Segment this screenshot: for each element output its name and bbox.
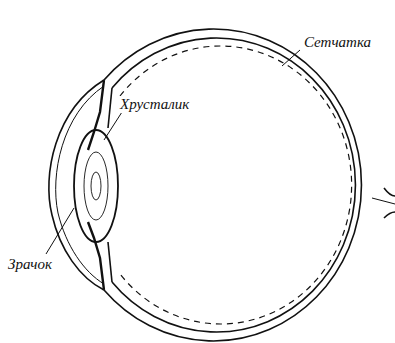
- ciliary-upper: [108, 88, 112, 128]
- cornea-inner: [56, 86, 104, 284]
- part-label: Зрачок: [6, 256, 54, 273]
- lens: [74, 130, 118, 242]
- iris-upper: [88, 80, 104, 150]
- cornea: [49, 80, 104, 290]
- optic-nerve: [384, 212, 395, 218]
- ciliary-lower: [108, 242, 112, 282]
- lens-nucleus: [91, 172, 101, 200]
- choroid-outline: [112, 38, 355, 332]
- part-label: Сетчатка: [302, 34, 373, 51]
- retina-layer: [120, 46, 352, 324]
- part-label: Хрусталик: [118, 96, 191, 113]
- iris-lower: [88, 222, 104, 290]
- leader-line: [46, 208, 74, 254]
- optic-nerve-fiber: [372, 198, 395, 204]
- leader-line: [104, 112, 122, 140]
- lens-core: [84, 152, 108, 220]
- leader-line: [282, 50, 300, 66]
- sclera-outline: [104, 29, 361, 341]
- optic-nerve: [384, 188, 395, 196]
